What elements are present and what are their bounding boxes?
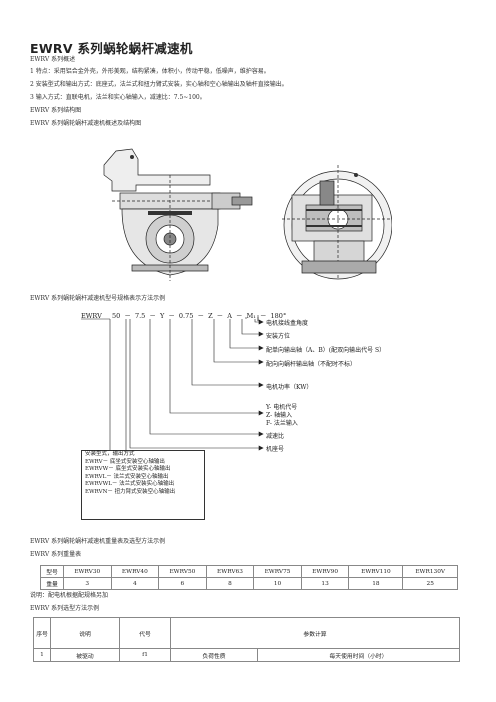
mount-box-line: EWRVL－ 法兰式安装空心轴输出 bbox=[85, 473, 169, 480]
table-cell: 25 bbox=[402, 577, 458, 590]
table-cell: 10 bbox=[253, 577, 302, 590]
code-part-motor: Y bbox=[159, 312, 165, 320]
table-cell: 负荷性质 bbox=[170, 648, 258, 662]
mount-box-line: 安装型式，输出方式 bbox=[85, 451, 135, 457]
table-cell: 型号 bbox=[40, 565, 64, 578]
weight-table-title: EWRV 系列重量表 bbox=[30, 551, 82, 558]
table-cell: EWRV40 bbox=[110, 565, 160, 578]
table-cell: EWRV63 bbox=[205, 565, 255, 578]
table-cell: 13 bbox=[300, 577, 350, 590]
selection-table: 序号 说明 代号 参数计算 1 被驱动 f1 负荷性质 每天使用时间（小时） bbox=[33, 617, 460, 662]
code-part-output: A bbox=[227, 312, 232, 320]
mount-type-box: 安装型式，输出方式 EWRV－ 底坐式安装空心轴输出 EWRVW－ 底坐式安装实… bbox=[81, 450, 205, 520]
code-part-mount: M₁ bbox=[246, 312, 256, 320]
weight-table: 型号 EWRV30 EWRV40 EWRV50 EWRV63 EWRV75 EW… bbox=[40, 565, 458, 590]
table-cell: 序号 bbox=[33, 617, 51, 649]
label-motor-code: Y- 电机代号 bbox=[266, 404, 298, 411]
model-caption: EWRV 系列蜗轮蜗杆减速机型号规格表示方法示例 bbox=[30, 295, 166, 302]
table-cell: f1 bbox=[119, 648, 171, 662]
table-cell: 3 bbox=[63, 577, 112, 590]
code-part-power: 0.75 bbox=[178, 312, 194, 320]
mount-box-line: EWRVWL－ 法兰式安装实心轴输出 bbox=[85, 481, 175, 488]
table-cell: 18 bbox=[348, 577, 404, 590]
label-single-output: 配单向输出轴（A、B）(配双向输出代号 S） bbox=[266, 347, 386, 354]
table-row: 1 被驱动 f1 负荷性质 每天使用时间（小时） bbox=[33, 648, 460, 662]
table-cell: 每天使用时间（小时） bbox=[257, 648, 460, 662]
table-cell: 参数计算 bbox=[170, 617, 460, 649]
table-cell: 1 bbox=[33, 648, 51, 662]
overview-line: EWRV 系列概述 bbox=[30, 56, 76, 63]
feature-line-1: 1 特点：采用铝合金外壳，外形美观，结构紧凑，体积小，传动平稳，低噪声，维护容易… bbox=[30, 68, 270, 75]
table-cell: EWRV110 bbox=[348, 565, 404, 578]
table-cell: 6 bbox=[158, 577, 207, 590]
label-frame: 机座号 bbox=[266, 446, 285, 453]
code-part-series: EWRV bbox=[81, 312, 102, 320]
label-ratio: 减速比 bbox=[266, 433, 285, 440]
label-motor-power: 电机功率（KW） bbox=[266, 384, 313, 391]
label-bidirectional: 配向向蜗杆输出轴（不配时不标） bbox=[266, 361, 357, 368]
selection-title: EWRV 系列选型方法示例 bbox=[30, 605, 100, 612]
table-cell: EWRV75 bbox=[253, 565, 302, 578]
table-row: 型号 EWRV30 EWRV40 EWRV50 EWRV63 EWRV75 EW… bbox=[40, 565, 458, 578]
reducer-structure-drawing bbox=[103, 148, 392, 281]
code-part-angle: 180° bbox=[270, 312, 287, 320]
table-cell: 说明 bbox=[50, 617, 120, 649]
feature-line-3: 3 输入方式：直联电机，法兰和实心轴输入，减速比：7.5~100。 bbox=[30, 94, 206, 101]
code-part-frame: 50 bbox=[112, 312, 121, 320]
table-cell: 重量 bbox=[40, 577, 64, 590]
table-cell: 被驱动 bbox=[50, 648, 120, 662]
table-cell: EWRV50 bbox=[158, 565, 207, 578]
table-cell: EWRV30 bbox=[63, 565, 112, 578]
mount-box-line: EWRV－ 底坐式安装空心轴输出 bbox=[85, 458, 165, 465]
table-cell: 代号 bbox=[119, 617, 171, 649]
table-cell: EWR130V bbox=[402, 565, 458, 578]
table-cell: EWRV90 bbox=[300, 565, 350, 578]
structure-subheading: EWRV 系列蜗轮蜗杆减速机概述及结构图 bbox=[30, 120, 142, 127]
model-code-row: EWRV 50 － 7.5 － Y － 0.75 － Z － A － M₁ － … bbox=[81, 312, 287, 320]
code-part-ratio: 7.5 bbox=[134, 312, 146, 320]
table-row: 重量 3 4 6 8 10 13 18 25 bbox=[40, 577, 458, 590]
table-cell: 8 bbox=[205, 577, 255, 590]
code-part-input: Z bbox=[208, 312, 213, 320]
mount-box-line: EWRVW－ 底坐式安装实心轴输出 bbox=[85, 466, 171, 473]
label-mount-position: 安装方位 bbox=[266, 333, 291, 340]
table-cell: 4 bbox=[110, 577, 160, 590]
weight-note: 说明：配电机根据配规格另加 bbox=[30, 592, 109, 599]
label-f-input: F- 法兰输入 bbox=[266, 420, 298, 427]
feature-line-2: 2 安装型式和输出方式：底座式，法兰式和扭力臂式安装，实心轴和空心轴输出及轴杆直… bbox=[30, 81, 288, 88]
mount-box-line: EWRVN－ 扭力臂式安装空心轴输出 bbox=[85, 488, 176, 495]
page-title: EWRV 系列蜗轮蜗杆减速机 bbox=[30, 41, 193, 56]
structure-heading: EWRV 系列结构图 bbox=[30, 107, 82, 114]
table-row: 序号 说明 代号 参数计算 bbox=[33, 617, 460, 649]
model-code-leader-lines bbox=[81, 315, 264, 451]
label-z-input: Z- 轴输入 bbox=[266, 412, 293, 419]
weight-caption: EWRV 系列蜗轮蜗杆减速机重量表及选型方法示例 bbox=[30, 538, 166, 545]
label-terminal-angle: 电机接线盒角度 bbox=[266, 320, 309, 327]
